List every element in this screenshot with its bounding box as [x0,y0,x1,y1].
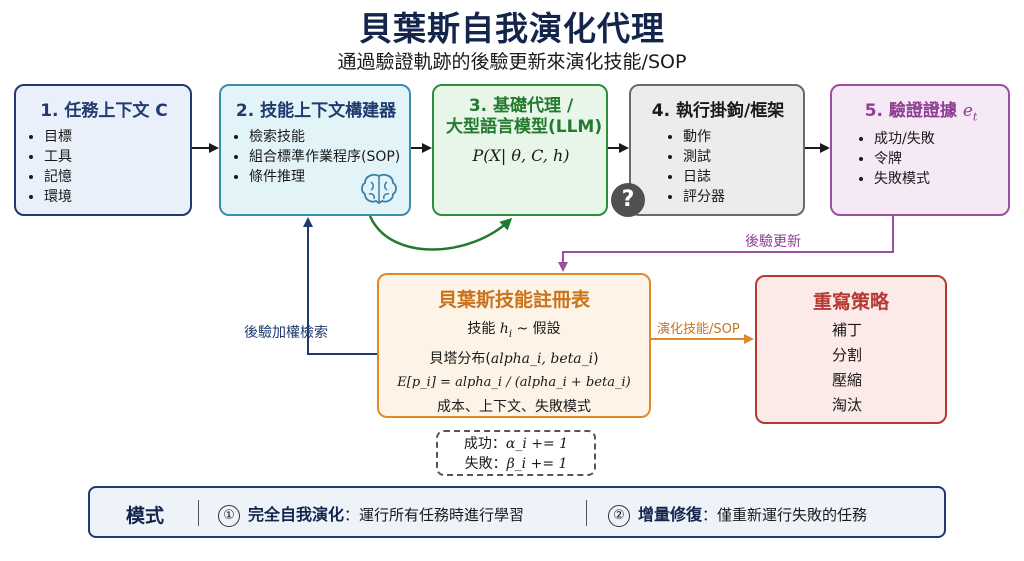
task-context-box: 1. 任務上下文 C 目標 工具 記憶 環境 [14,84,192,216]
mode1-desc: ：運行所有任務時進行學習 [344,506,525,524]
skill-builder-list: 檢索技能 組合標準作業程序(SOP) 條件推理 [233,127,400,187]
success-rule: 成功：α_i += 1 [438,434,594,454]
list-item: 目標 [44,127,180,147]
evidence-title: 5. 驗證證據 et [844,96,998,123]
list-item: 失敗模式 [874,169,998,189]
list-item: 工具 [44,147,180,167]
failure-label: 失敗： [464,456,507,472]
page-subtitle: 通過驗證軌跡的後驗更新來演化技能/SOP [337,51,687,73]
mode-full-self-evolution: ① 完全自我演化：運行所有任務時進行學習 [218,501,524,527]
list-item: 日誌 [683,167,793,187]
list-item: 成功/失敗 [874,129,998,149]
registry-line-hypothesis: 技能 hi ~ 假設 [379,317,649,347]
mode1-title: 完全自我演化 [248,505,345,524]
evidence-title-sub: t [972,110,978,124]
base-agent-title: 3. 基礎代理 / 大型語言模型(LLM) [446,96,603,138]
registry-line1-sub: i [508,328,513,340]
base-agent-title-line2: 大型語言模型(LLM) [446,117,603,137]
agent-formula: P(X| θ, C, h) [472,146,570,165]
skill-builder-title: 2. 技能上下文構建器 [235,101,397,121]
modes-bar: 模式 ① 完全自我演化：運行所有任務時進行學習 ② 增量修復：僅重新運行失敗的任務 [88,486,946,538]
success-label: 成功： [463,436,506,452]
question-mark-icon: ? [611,183,645,217]
skill-registry-box: 貝葉斯技能註冊表 技能 hi ~ 假設 貝塔分布(alpha_i, beta_i… [377,273,651,418]
registry-line1-prefix: 技能 [467,321,500,337]
rewrite-item-compress: 壓縮 [832,371,863,389]
evidence-title-math: e [962,101,973,121]
registry-line1-math: h [499,321,509,337]
list-item: 測試 [683,147,793,167]
mode-incremental-repair: ② 增量修復：僅重新運行失敗的任務 [608,501,867,527]
registry-line2-math: alpha_i, beta_i [490,350,594,367]
list-item: 組合標準作業程序(SOP) [249,147,400,167]
mode2-desc: ：僅重新運行失敗的任務 [702,506,868,524]
base-agent-box: 3. 基礎代理 / 大型語言模型(LLM) P(X| θ, C, h) [432,84,608,216]
mode2-title: 增量修復 [638,505,703,524]
registry-line2-suffix: ) [593,350,599,367]
weighted-retrieval-label: 後驗加權檢索 [244,325,328,341]
registry-line-metadata: 成本、上下文、失敗模式 [437,398,591,415]
modes-divider [586,500,587,526]
list-item: 評分器 [683,187,793,207]
list-item: 檢索技能 [249,127,399,147]
task-context-title: 1. 任務上下文 C [40,101,168,121]
evidence-box: 5. 驗證證據 et 成功/失敗 令牌 失敗模式 [830,84,1010,216]
rewrite-item-patch: 補丁 [832,321,863,339]
arrow-posterior-update [558,216,894,272]
posterior-update-label: 後驗更新 [745,234,801,250]
page-title: 貝葉斯自我演化代理 [359,9,665,48]
evidence-title-text: 5. 驗證證據 [864,101,957,121]
mode1-number: ① [218,504,240,527]
evidence-list: 成功/失敗 令牌 失敗模式 [844,129,998,189]
rewrite-strategy-box: 重寫策略 補丁 分割 壓縮 淘汰 [755,275,947,424]
success-formula: α_i += 1 [505,436,569,452]
failure-rule: 失敗：β_i += 1 [438,454,594,474]
rewrite-item-split: 分割 [832,346,863,364]
registry-line-beta: 貝塔分布(alpha_i, beta_i) [379,347,649,371]
arrow-weighted-retrieval [303,217,377,355]
base-agent-title-line1: 3. 基礎代理 / [468,96,574,116]
modes-label: 模式 [126,505,165,527]
registry-line2-prefix: 貝塔分布( [429,350,491,367]
harness-title: 4. 執行掛鉤/框架 [651,101,785,121]
harness-list: 動作 測試 日誌 評分器 [643,127,793,207]
rewrite-title: 重寫策略 [812,291,889,313]
failure-formula: β_i += 1 [506,456,568,472]
update-rule-box: 成功：α_i += 1 失敗：β_i += 1 [436,430,596,476]
list-item: 記憶 [44,167,180,187]
list-item: 環境 [44,187,180,207]
registry-line1-suffix: ~ 假設 [512,321,561,337]
brain-icon [361,173,397,205]
registry-line-expectation: E[p_i] = alpha_i / (alpha_i + beta_i) [397,374,631,390]
mode2-number: ② [608,504,630,527]
list-item: 條件推理 [249,167,399,187]
list-item: 令牌 [874,149,998,169]
list-item: 動作 [683,127,793,147]
arrow-builder-to-agent [368,215,513,251]
rewrite-item-retire: 淘汰 [832,396,863,414]
skill-builder-box: 2. 技能上下文構建器 檢索技能 組合標準作業程序(SOP) 條件推理 [219,84,411,216]
modes-divider [198,500,199,526]
registry-title: 貝葉斯技能註冊表 [437,289,590,311]
task-context-list: 目標 工具 記憶 環境 [28,127,180,207]
evolve-skill-label: 演化技能/SOP [657,322,740,337]
harness-box: 4. 執行掛鉤/框架 動作 測試 日誌 評分器 [629,84,805,216]
